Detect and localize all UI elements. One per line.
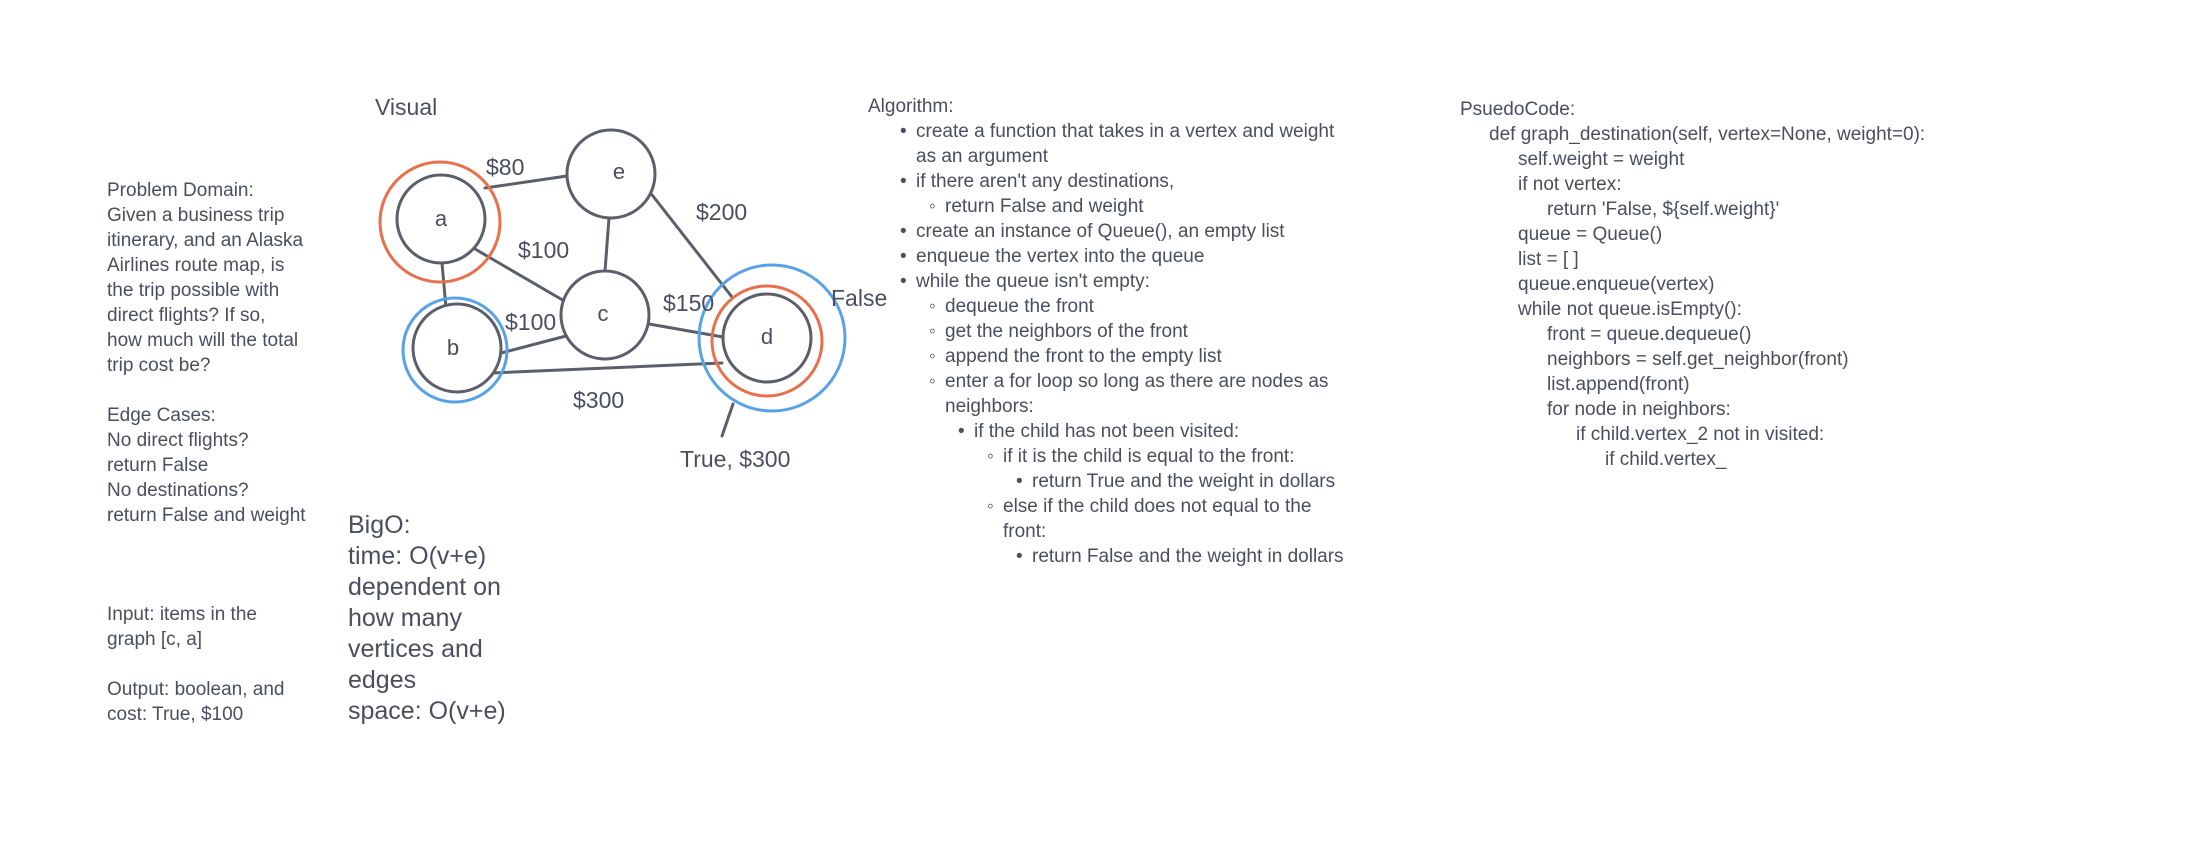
edge-label-b-d: $300 <box>573 387 624 413</box>
edge-label-e-d: $200 <box>696 199 747 225</box>
node-c <box>559 269 651 361</box>
algorithm-step: as an argument <box>916 146 1049 167</box>
edge-d-result <box>720 402 735 438</box>
pseudocode-line: return 'False, ${self.weight}' <box>1547 199 1780 220</box>
bigo-line: space: O(v+e) <box>348 697 506 725</box>
bigo-section: BigO: time: O(v+e) dependent on how many… <box>348 510 506 727</box>
pseudocode-line: if not vertex: <box>1518 174 1622 195</box>
node-e <box>565 128 657 220</box>
bigo-line: how many <box>348 604 462 632</box>
node-e-label: e <box>613 159 625 184</box>
pseudocode-line: self.weight = weight <box>1518 149 1685 170</box>
edge-e-d <box>647 189 734 299</box>
algorithm-step: enqueue the vertex into the queue <box>900 244 1344 269</box>
node-b-label: b <box>447 335 459 360</box>
problem-line: Problem Domain: <box>107 180 254 201</box>
pseudocode-section: PsuedoCode: def graph_destination(self, … <box>1460 97 1925 472</box>
edge-a-c <box>473 247 568 304</box>
true-label: True, $300 <box>680 446 790 472</box>
bigo-line: vertices and <box>348 635 483 663</box>
algorithm-step: if the child has not been visited: <box>958 419 1344 444</box>
start-ring-orange <box>378 160 502 284</box>
problem-line: Given a business trip <box>107 205 285 226</box>
pseudocode-title: PsuedoCode: <box>1460 99 1576 120</box>
edge-label-a-c: $100 <box>518 237 569 263</box>
pseudocode-line: for node in neighbors: <box>1547 399 1731 420</box>
visited-ring-blue <box>401 296 509 404</box>
pseudocode-line: queue = Queue() <box>1518 224 1663 245</box>
problem-line: Airlines route map, is <box>107 255 285 276</box>
edge-case-line: return False <box>107 455 209 476</box>
problem-line: itinerary, and an Alaska <box>107 230 304 251</box>
input-line: Input: items in the <box>107 604 257 625</box>
problem-line: the trip possible with <box>107 280 280 301</box>
bigo-line: edges <box>348 666 417 694</box>
graph-diagram: Visual a e c b d $80 $200 $100 $100 $ <box>375 94 887 472</box>
algorithm-step: while the queue isn't empty: <box>900 269 1344 294</box>
bigo-line: time: O(v+e) <box>348 542 487 570</box>
algorithm-title: Algorithm: <box>868 96 954 117</box>
algorithm-list: create a function that takes in a vertex… <box>868 119 1344 569</box>
edge-a-e <box>483 174 569 190</box>
algorithm-step: if it is the child is equal to the front… <box>987 444 1344 469</box>
pseudocode-line: list.append(front) <box>1547 374 1690 395</box>
algorithm-step: return False and weight <box>929 194 1344 219</box>
problem-line: how much will the total <box>107 330 299 351</box>
edge-e-c <box>603 216 611 273</box>
algorithm-step: front: <box>1003 521 1047 542</box>
algorithm-step: else if the child does not equal to the <box>987 494 1344 519</box>
problem-line: trip cost be? <box>107 355 211 376</box>
algorithm-section: Algorithm: create a function that takes … <box>868 94 1344 569</box>
pseudocode-line: while not queue.isEmpty(): <box>1518 299 1742 320</box>
node-a <box>395 173 487 265</box>
output-line: cost: True, $100 <box>107 704 244 725</box>
pseudocode-line: queue.enqueue(vertex) <box>1518 274 1715 295</box>
destination-ring-orange <box>710 284 824 398</box>
algorithm-step: create an instance of Queue(), an empty … <box>900 219 1344 244</box>
output-line: Output: boolean, and <box>107 679 285 700</box>
pseudocode-line: def graph_destination(self, vertex=None,… <box>1489 124 1926 145</box>
node-d-label: d <box>761 324 773 349</box>
algorithm-step: create a function that takes in a vertex… <box>900 119 1344 144</box>
input-output-section: Input: items in the graph [c, a] Output:… <box>107 602 284 727</box>
edge-case-line: Edge Cases: <box>107 405 216 426</box>
problem-domain-section: Problem Domain: Given a business trip it… <box>107 178 306 528</box>
algorithm-step: enter a for loop so long as there are no… <box>929 369 1344 394</box>
edge-case-line: No destinations? <box>107 480 249 501</box>
node-d <box>721 292 813 384</box>
pseudocode-line: if child.vertex_ <box>1605 449 1727 470</box>
node-a-label: a <box>435 206 448 231</box>
edge-a-b <box>440 261 448 310</box>
edge-label-c-d: $150 <box>663 290 714 316</box>
visual-title: Visual <box>375 94 437 120</box>
input-line: graph [c, a] <box>107 629 203 650</box>
edge-b-d <box>490 361 724 375</box>
pseudocode-line: front = queue.dequeue() <box>1547 324 1752 345</box>
edge-case-line: No direct flights? <box>107 430 249 451</box>
pseudocode-line: neighbors = self.get_neighbor(front) <box>1547 349 1849 370</box>
pseudocode-line: list = [ ] <box>1518 249 1579 270</box>
bigo-line: dependent on <box>348 573 501 601</box>
pseudocode-lines: def graph_destination(self, vertex=None,… <box>1460 122 1925 472</box>
destination-ring-blue <box>697 263 847 413</box>
edge-label-b-c: $100 <box>505 309 556 335</box>
node-b <box>411 302 503 394</box>
edge-label-a-e: $80 <box>486 154 524 180</box>
algorithm-step: dequeue the front <box>929 294 1344 319</box>
algorithm-step: append the front to the empty list <box>929 344 1344 369</box>
pseudocode-line: if child.vertex_2 not in visited: <box>1576 424 1825 445</box>
algorithm-step: return True and the weight in dollars <box>1016 469 1344 494</box>
algorithm-step: neighbors: <box>945 396 1034 417</box>
node-c-label: c <box>598 301 609 326</box>
algorithm-step: return False and the weight in dollars <box>1016 544 1344 569</box>
algorithm-step: get the neighbors of the front <box>929 319 1344 344</box>
false-label: False <box>831 285 887 311</box>
problem-line: direct flights? If so, <box>107 305 266 326</box>
bigo-line: BigO: <box>348 511 411 539</box>
edge-c-d <box>647 322 725 339</box>
edge-case-line: return False and weight <box>107 505 306 526</box>
edge-b-c <box>499 334 568 355</box>
algorithm-step: if there aren't any destinations, <box>900 169 1344 194</box>
